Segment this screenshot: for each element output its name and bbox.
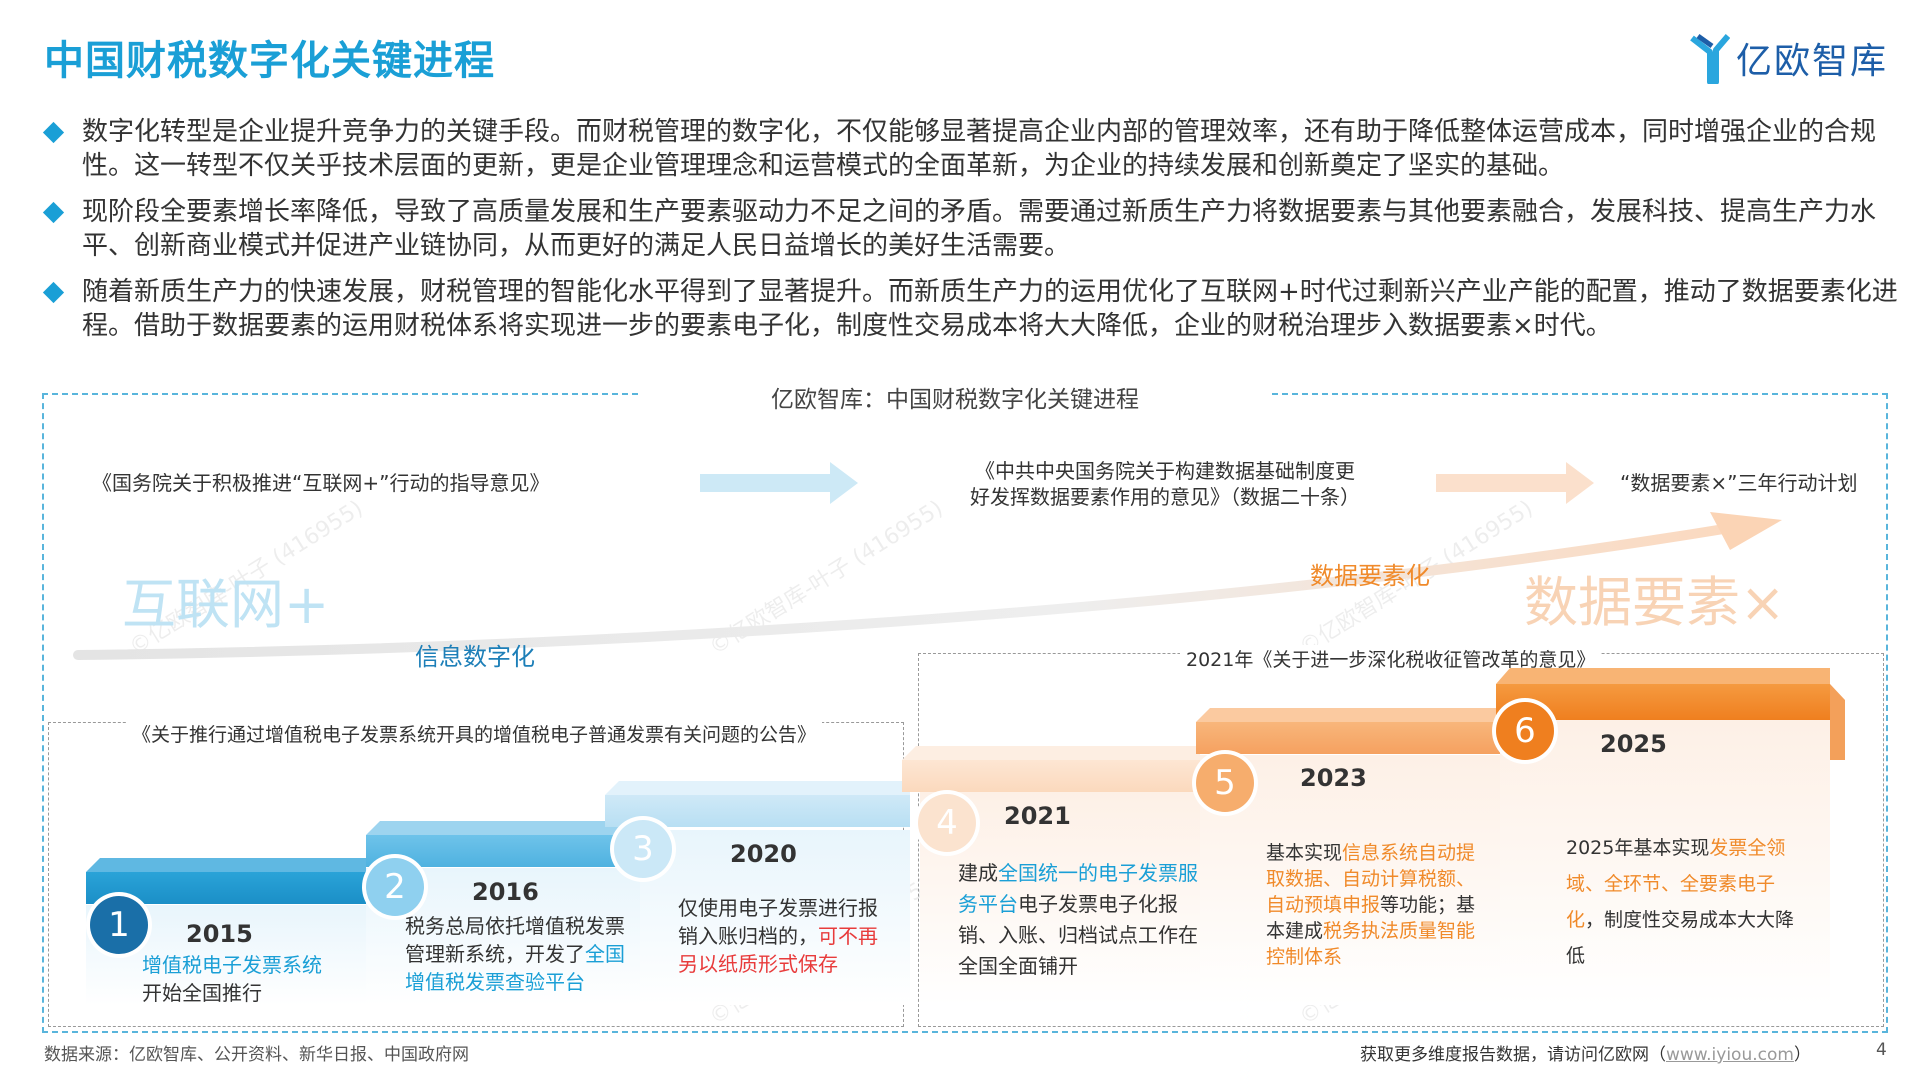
stage-label-data-element: 数据要素化 — [1310, 562, 1430, 590]
step-4-top — [902, 746, 1200, 760]
step-6-desc: 2025年基本实现发票全领域、全环节、全要素电子化，制度性交易成本大大降低 — [1566, 837, 1795, 967]
policy-data-elements-x: “数据要素×”三年行动计划 — [1620, 471, 1858, 495]
step-5-number: 5 — [1196, 754, 1254, 812]
step-4-year: 2021 — [1004, 802, 1071, 830]
arrow-right-blue-icon — [700, 462, 858, 504]
bullet-list: 数字化转型是企业提升竞争力的关键手段。而财税管理的数字化，不仅能够显著提高企业内… — [42, 115, 1904, 355]
bullet-item: 现阶段全要素增长率降低，导致了高质量发展和生产要素驱动力不足之间的矛盾。需要通过… — [42, 195, 1904, 263]
step-2-desc: 税务总局依托增值税发票管理新系统，开发了全国增值税发票查验平台 — [405, 914, 625, 994]
step-5-year: 2023 — [1300, 764, 1367, 792]
step-3-number: 3 — [614, 820, 672, 878]
diagram-title: 亿欧智库：中国财税数字化关键进程 — [638, 380, 1272, 414]
trend-curve-arrow-icon — [73, 512, 1782, 660]
page-title: 中国财税数字化关键进程 — [44, 38, 495, 84]
step-2-bar — [366, 835, 640, 867]
step-6-year: 2025 — [1600, 730, 1667, 758]
group-box-right-label: 2021年《关于进一步深化税收征管改革的意见》 — [1180, 645, 1602, 672]
group-box-left-label: 《关于推行通过增值税电子发票系统开具的增值税电子普通发票有关问题的公告》 — [126, 720, 823, 747]
arrow-right-orange-icon — [1436, 462, 1594, 504]
step-3-panel — [640, 830, 910, 1005]
step-3-year: 2020 — [730, 840, 797, 868]
step-6-top — [1496, 668, 1830, 684]
step-5-bar — [1196, 722, 1500, 754]
footer-cta: 获取更多维度报告数据，请访问亿欧网（www.iyiou.com） — [1360, 1045, 1811, 1065]
brand-logo: 亿欧智库 — [1690, 30, 1888, 86]
bullet-item: 随着新质生产力的快速发展，财税管理的智能化水平得到了显著提升。而新质生产力的运用… — [42, 275, 1904, 343]
era-label-internet-plus: 互联网+ — [122, 573, 330, 636]
step-6-bar — [1496, 684, 1830, 720]
stage-label-info-digital: 信息数字化 — [415, 643, 535, 671]
step-2-top — [366, 821, 640, 835]
era-label-data-elements-x: 数据要素× — [1524, 571, 1786, 634]
step-1-top — [86, 858, 366, 872]
step-4-number: 4 — [918, 794, 976, 852]
step-6-number: 6 — [1496, 702, 1554, 760]
step-1-year: 2015 — [186, 920, 253, 948]
step-1-number: 1 — [90, 896, 148, 954]
step-3-desc: 仅使用电子发票进行报销入账归档的，可不再另以纸质形式保存 — [678, 896, 878, 976]
brand-name: 亿欧智库 — [1736, 41, 1889, 82]
step-6-panel — [1500, 720, 1830, 1005]
data-source: 数据来源：亿欧智库、公开资料、新华日报、中国政府网 — [44, 1045, 469, 1065]
step-5-top — [1196, 708, 1500, 722]
step-5-desc: 基本实现信息系统自动提取数据、自动计算税额、自动预填申报等功能；基本建成税务执法… — [1266, 842, 1476, 968]
page-number: 4 — [1876, 1040, 1887, 1060]
step-2-number: 2 — [366, 858, 424, 916]
step-4-desc: 建成全国统一的电子发票服务平台电子发票电子化报销、入账、归档试点工作在全国全面铺… — [958, 861, 1198, 978]
step-3-bar — [605, 795, 910, 827]
step-4-bar — [902, 760, 1200, 792]
policy-data-20: 《中共中央国务院关于构建数据基础制度更 好发挥数据要素作用的意见》（数据二十条） — [970, 459, 1360, 509]
step-1-desc: 增值税电子发票系统 开始全国推行 — [142, 953, 322, 1005]
brand-mark-icon — [1690, 33, 1730, 84]
bullet-item: 数字化转型是企业提升竞争力的关键手段。而财税管理的数字化，不仅能够显著提高企业内… — [42, 115, 1904, 183]
policy-internet-plus: 《国务院关于积极推进“互联网+”行动的指导意见》 — [92, 471, 550, 495]
website-link[interactable]: www.iyiou.com — [1666, 1045, 1794, 1065]
step-3-top — [605, 781, 910, 795]
step-2-year: 2016 — [472, 878, 539, 906]
